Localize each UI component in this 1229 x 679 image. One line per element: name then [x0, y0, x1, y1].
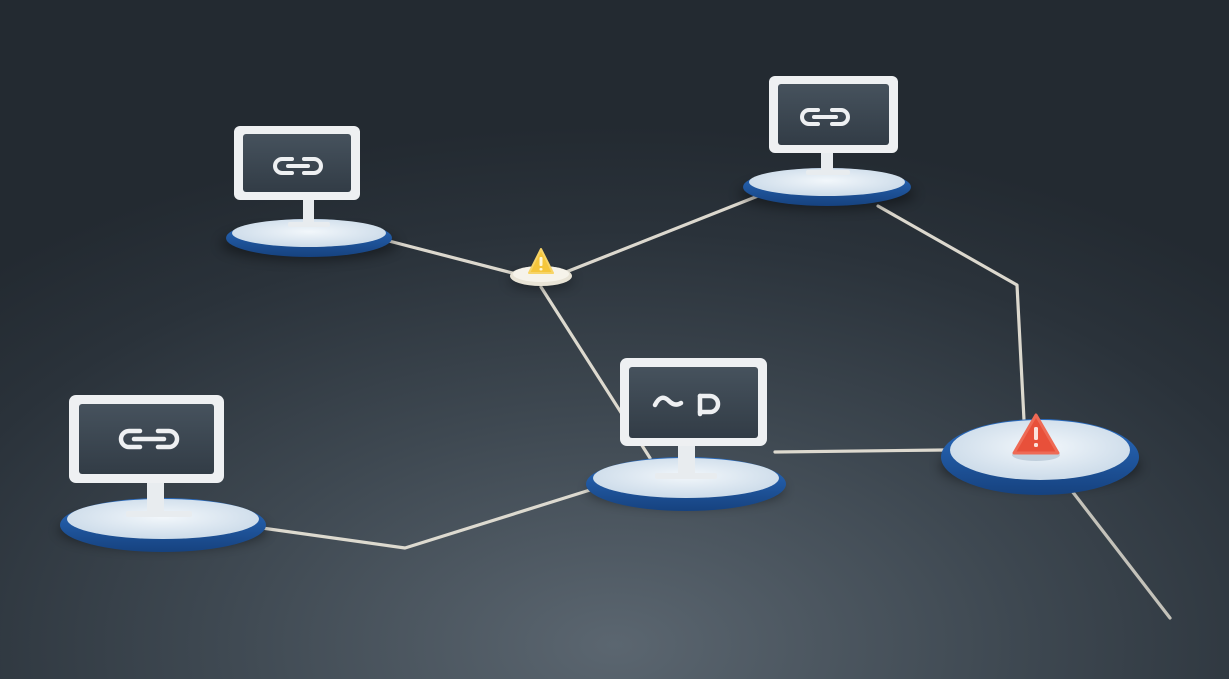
link-alert-to-offscreen [1063, 480, 1172, 620]
hub-warning [509, 248, 573, 289]
alert-triangle-icon [1012, 413, 1060, 461]
links [260, 194, 1172, 620]
node-alert [940, 413, 1140, 495]
monitor-platform [60, 498, 266, 552]
monitor-display [769, 76, 898, 153]
link-icon [800, 108, 850, 126]
link-top-right-to-alert [876, 204, 1026, 422]
link-center-to-alert [773, 448, 946, 454]
link-icon [273, 157, 323, 175]
monitor-platform [226, 219, 392, 257]
monitor-display [234, 126, 360, 200]
monitor-top-right [739, 76, 915, 209]
link-bottom-left-to-center [260, 488, 592, 550]
monitor-center [586, 358, 786, 511]
link-hub-to-top-right [564, 194, 760, 274]
monitor-top-left [221, 126, 397, 260]
link-top-left-to-hub [383, 238, 522, 277]
monitor-bottom-left [59, 395, 267, 552]
link-icon [118, 428, 180, 450]
monitor-display [620, 358, 767, 446]
warning-triangle-icon [528, 248, 554, 274]
monitor-platform [743, 168, 911, 206]
broken-link-icon [652, 393, 721, 417]
